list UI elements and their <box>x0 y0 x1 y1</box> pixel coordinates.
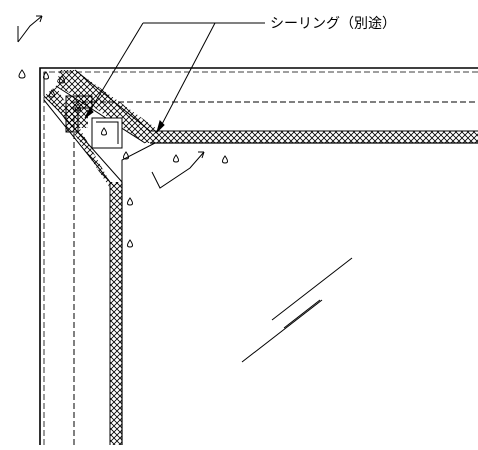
water-drop-icon <box>127 239 133 248</box>
water-drop-icon <box>59 75 65 84</box>
water-drop-icon <box>18 69 26 79</box>
horizontal-sealant-strip <box>150 130 478 144</box>
water-drop-icon <box>75 103 81 112</box>
water-drop-icon <box>173 154 179 163</box>
water-drop-icon <box>127 197 133 206</box>
corner-sealant-block <box>65 95 93 133</box>
vertical-sealant-strip <box>109 182 123 445</box>
water-drop-icon <box>43 71 49 80</box>
diagonal-sealant-band <box>43 69 160 188</box>
water-drop-icon <box>222 155 228 164</box>
water-drops <box>18 69 228 248</box>
water-drop-icon <box>123 151 129 160</box>
sealing-callout-label: シーリング（別途） <box>270 15 396 32</box>
callout-leaders <box>84 22 265 134</box>
flow-arrow-icon <box>17 15 43 43</box>
water-drop-icon <box>49 89 55 98</box>
water-drop-icon <box>101 127 107 136</box>
glass-reflection-icon <box>241 257 353 363</box>
flow-arrow-icon <box>151 151 205 189</box>
glass-edge <box>121 142 156 182</box>
corner-step-piece <box>91 117 123 149</box>
